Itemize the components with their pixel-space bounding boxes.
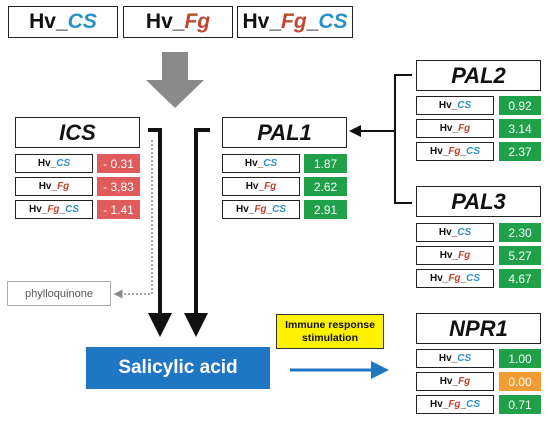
- npr1-cond-cs: Hv_CS: [416, 349, 494, 368]
- pal1-cond-fg: Hv_Fg: [222, 177, 300, 196]
- header-sep: _: [306, 10, 319, 33]
- npr1-value-cs: 1.00: [499, 349, 541, 368]
- pal2-value-fg: 3.14: [499, 119, 541, 138]
- immune-response-box: Immune response stimulation: [276, 314, 384, 349]
- pal1-value-fg: 2.62: [304, 177, 347, 196]
- gene-npr1-box: NPR1: [416, 313, 541, 344]
- pal2-cond-fg-cs: Hv_Fg_CS: [416, 142, 494, 161]
- header-prefix: Hv_: [242, 10, 281, 33]
- phylloquinone-box: phylloquinone: [7, 281, 111, 306]
- gene-pal3-box: PAL3: [416, 186, 541, 217]
- gene-pal1-label: PAL1: [257, 119, 312, 145]
- header-hv-fg: Hv_Fg: [123, 6, 233, 38]
- npr1-value-fg-cs: 0.71: [499, 395, 541, 414]
- pal2-cond-cs: Hv_CS: [416, 96, 494, 115]
- pal3-cond-fg: Hv_Fg: [416, 246, 494, 265]
- pal2-pal3-bracket: [394, 74, 412, 204]
- header-cs: CS: [67, 10, 97, 33]
- ics-cond-fg-cs: Hv_Fg_CS: [15, 200, 93, 219]
- gene-pal2-label: PAL2: [451, 62, 506, 88]
- gene-pal3-label: PAL3: [451, 188, 506, 214]
- pal2-value-fg-cs: 2.37: [499, 142, 541, 161]
- pal3-value-fg: 5.27: [499, 246, 541, 265]
- header-cs: CS: [318, 10, 348, 33]
- pal1-cond-cs: Hv_CS: [222, 154, 300, 173]
- npr1-value-fg: 0.00: [499, 372, 541, 391]
- ics-value-fg: - 3,83: [97, 177, 140, 196]
- pal1-to-sa-arrow: [184, 128, 210, 337]
- header-fg: Fg: [281, 10, 307, 33]
- npr1-cond-fg-cs: Hv_Fg_CS: [416, 395, 494, 414]
- pal2-value-cs: 0.92: [499, 96, 541, 115]
- ics-cond-fg: Hv_Fg: [15, 177, 93, 196]
- npr1-cond-fg: Hv_Fg: [416, 372, 494, 391]
- gene-pal2-box: PAL2: [416, 60, 541, 91]
- header-fg: Fg: [184, 10, 211, 33]
- ics-to-sa-arrow: [148, 128, 172, 337]
- immune-line1: Immune response: [285, 318, 375, 331]
- pal3-cond-cs: Hv_CS: [416, 223, 494, 242]
- pal1-value-fg-cs: 2.91: [304, 200, 347, 219]
- header-hv-cs: Hv_CS: [8, 6, 118, 38]
- pal1-value-cs: 1.87: [304, 154, 347, 173]
- header-prefix: Hv_: [29, 10, 68, 33]
- gene-ics-box: ICS: [15, 117, 140, 148]
- gene-pal1-box: PAL1: [222, 117, 347, 148]
- header-prefix: Hv_: [145, 10, 185, 33]
- gene-ics-label: ICS: [59, 119, 96, 145]
- salicylic-acid-box: Salicylic acid: [86, 347, 270, 389]
- pal3-cond-fg-cs: Hv_Fg_CS: [416, 269, 494, 288]
- pal1-cond-fg-cs: Hv_Fg_CS: [222, 200, 300, 219]
- pal3-value-cs: 2.30: [499, 223, 541, 242]
- ics-cond-cs: Hv_CS: [15, 154, 93, 173]
- pal3-value-fg-cs: 4.67: [499, 269, 541, 288]
- immune-line2: stimulation: [301, 331, 358, 344]
- pal2-cond-fg: Hv_Fg: [416, 119, 494, 138]
- gene-npr1-label: NPR1: [449, 315, 508, 341]
- phylloquinone-arrow: [113, 140, 153, 299]
- ics-value-fg-cs: - 1.41: [97, 200, 140, 219]
- ics-value-cs: - 0.31: [97, 154, 140, 173]
- big-grey-arrow: [146, 52, 204, 108]
- header-hv-fg-cs: Hv_Fg_CS: [237, 6, 353, 38]
